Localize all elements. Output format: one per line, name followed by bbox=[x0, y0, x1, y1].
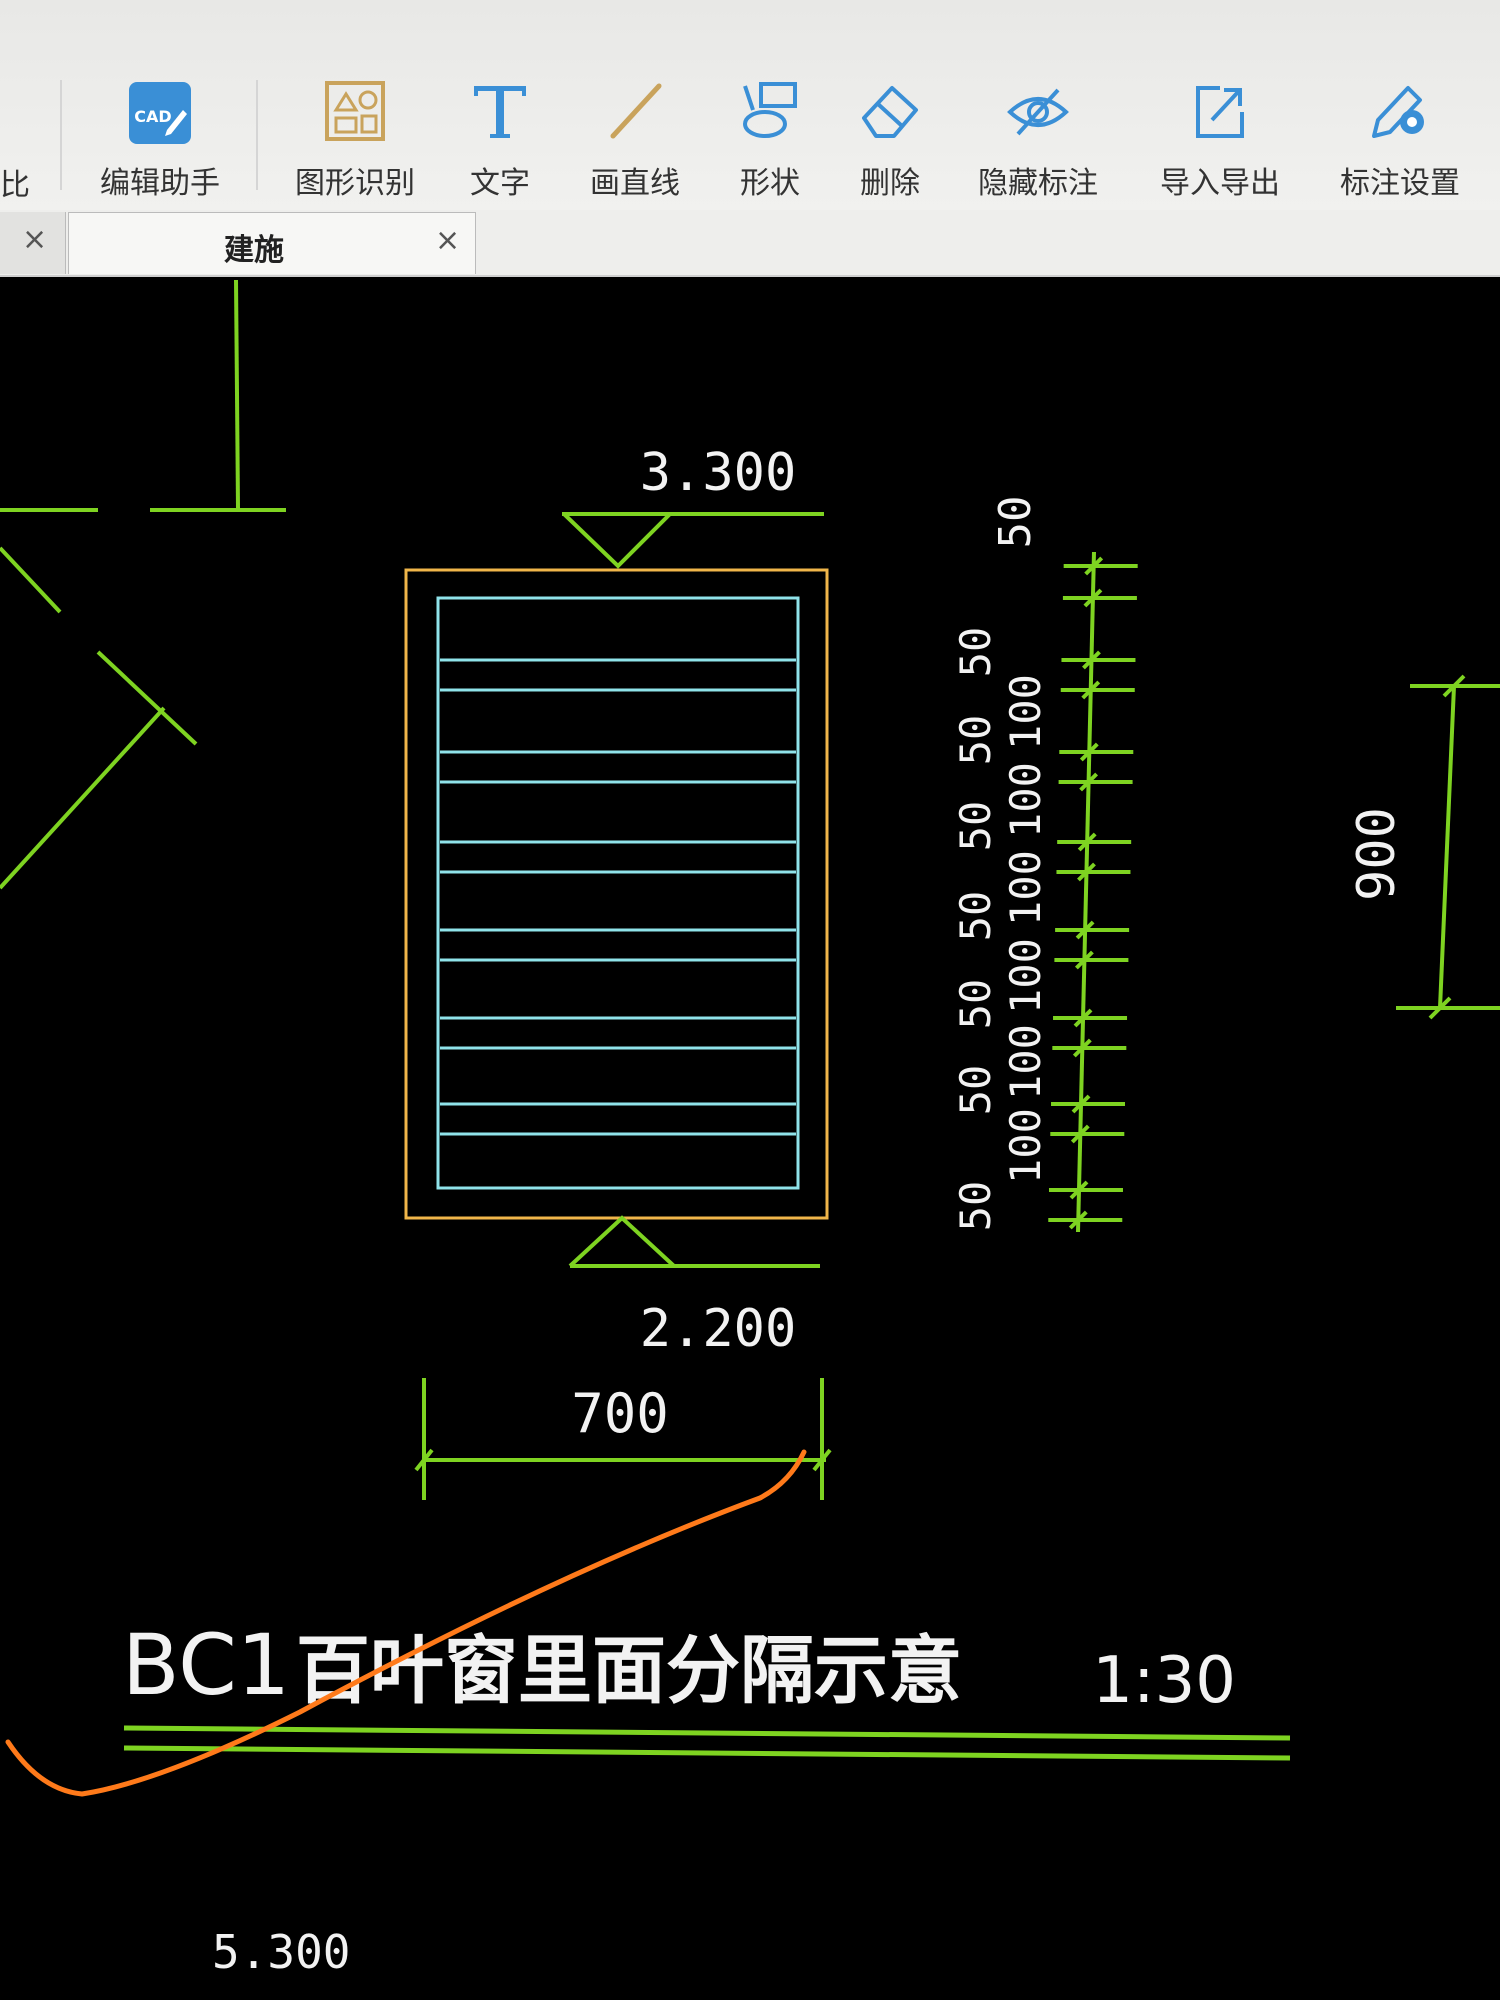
bottom-elevation-text: 2.200 bbox=[640, 1299, 797, 1359]
drawing-title-code: BC1 bbox=[122, 1616, 290, 1714]
bottom-partial-elevation: 5.300 bbox=[212, 1925, 350, 1979]
vertical-dimension-label: 100 bbox=[1001, 850, 1050, 926]
tab-jianshi[interactable]: 建施 × bbox=[68, 212, 476, 274]
dimension-tick bbox=[1077, 832, 1097, 852]
tab-previous[interactable]: × bbox=[0, 212, 66, 274]
import-export-icon bbox=[1196, 86, 1244, 138]
eraser-icon bbox=[862, 86, 918, 138]
text-label: 文字 bbox=[470, 166, 530, 201]
vertical-dimension-label: 100 bbox=[1001, 674, 1050, 750]
edit-helper-button[interactable]: CAD 编辑助手 bbox=[80, 80, 240, 202]
text-t-icon bbox=[474, 86, 526, 138]
annotation-settings-icon bbox=[1372, 86, 1424, 138]
line-icon bbox=[610, 83, 662, 139]
annotation-settings-button[interactable]: 标注设置 bbox=[1320, 80, 1480, 202]
dimension-tick bbox=[1077, 862, 1096, 882]
louver-slats bbox=[440, 658, 796, 1136]
vertical-dimension-label: 50 bbox=[951, 715, 1000, 766]
draw-line-button[interactable]: 画直线 bbox=[555, 80, 715, 202]
import-export-button[interactable]: 导入导出 bbox=[1140, 80, 1300, 202]
shape-recognition-label: 图形识别 bbox=[295, 166, 415, 201]
tab-close-icon[interactable]: × bbox=[22, 222, 48, 257]
dimension-tick bbox=[1083, 588, 1103, 608]
dimension-tick bbox=[1074, 950, 1094, 970]
top-elevation-text: 3.300 bbox=[640, 443, 797, 503]
dimension-tick bbox=[1075, 920, 1095, 940]
shape-label: 形状 bbox=[740, 166, 800, 201]
draw-line-label: 画直线 bbox=[590, 166, 680, 201]
vertical-dimension-label: 50 bbox=[951, 1181, 1000, 1232]
dimension-tick bbox=[1073, 1008, 1093, 1028]
vertical-dimension-label: 100 bbox=[1001, 1108, 1050, 1184]
hand-markup-stroke bbox=[5, 1449, 807, 1797]
shape-icon bbox=[743, 82, 797, 138]
vertical-dimension-label: 50 bbox=[951, 891, 1000, 942]
ribbon-partial-label: 比 bbox=[0, 168, 30, 203]
drawing-title-text: 百叶窗里面分隔示意 bbox=[296, 1628, 962, 1714]
import-export-label: 导入导出 bbox=[1160, 166, 1280, 201]
top-small-dimension-text: 50 bbox=[990, 496, 1041, 549]
dimension-tick bbox=[1084, 556, 1104, 576]
edit-helper-label: 编辑助手 bbox=[100, 166, 220, 201]
vertical-dimension-label: 50 bbox=[951, 1065, 1000, 1116]
cad-edit-icon: CAD bbox=[129, 82, 191, 144]
annotation-settings-label: 标注设置 bbox=[1340, 166, 1460, 201]
width-dimension-text: 700 bbox=[571, 1382, 669, 1445]
dimension-tick bbox=[1068, 1210, 1088, 1230]
vertical-dimension-chain bbox=[1048, 551, 1138, 1233]
vertical-dimension-label: 100 bbox=[1001, 1024, 1050, 1100]
vertical-dimension-label: 100 bbox=[1001, 762, 1050, 838]
vertical-dimension-label: 50 bbox=[951, 801, 1000, 852]
dimension-tick bbox=[1070, 1124, 1090, 1144]
vertical-dimension-label: 50 bbox=[951, 979, 1000, 1030]
dimension-tick bbox=[1079, 772, 1099, 792]
hide-annotation-label: 隐藏标注 bbox=[978, 166, 1098, 201]
right-dimension-text: 900 bbox=[1347, 807, 1407, 901]
bottom-elevation-marker bbox=[568, 1215, 820, 1268]
dimension-tick bbox=[1071, 1094, 1091, 1114]
dimension-tick bbox=[1081, 680, 1101, 700]
drawing-scale: 1:30 bbox=[1092, 1644, 1236, 1718]
ribbon-toolbar: 比 CAD 编辑助手 图形识别 bbox=[0, 0, 1500, 210]
dimension-tick bbox=[1082, 650, 1101, 670]
width-dimension bbox=[414, 1378, 832, 1500]
right-dimension bbox=[1396, 674, 1500, 1020]
shape-button[interactable]: 形状 bbox=[690, 80, 850, 202]
delete-button[interactable]: 删除 bbox=[810, 80, 970, 202]
dimension-tick bbox=[1072, 1038, 1092, 1058]
left-partial-geometry bbox=[0, 279, 286, 890]
text-button[interactable]: 文字 bbox=[420, 80, 580, 202]
title-underline bbox=[123, 1725, 1291, 1761]
eye-slash-icon bbox=[1007, 88, 1069, 136]
shape-recognition-icon bbox=[325, 81, 385, 141]
delete-label: 删除 bbox=[860, 166, 920, 201]
window-outer-frame bbox=[404, 568, 829, 1220]
dimension-tick bbox=[1079, 742, 1099, 762]
vertical-dimension-label: 50 bbox=[951, 627, 1000, 678]
top-elevation-marker bbox=[562, 512, 824, 569]
tab-close-icon[interactable]: × bbox=[435, 223, 461, 258]
ribbon-separator bbox=[60, 80, 62, 190]
svg-text:CAD: CAD bbox=[134, 107, 171, 126]
window-inner-frame bbox=[436, 596, 800, 1190]
vertical-dimension-label: 100 bbox=[1001, 938, 1050, 1014]
shape-recognition-button[interactable]: 图形识别 bbox=[275, 80, 435, 202]
hide-annotation-button[interactable]: 隐藏标注 bbox=[958, 80, 1118, 202]
tab-label: 建施 bbox=[224, 233, 284, 268]
dimension-tick bbox=[1069, 1180, 1089, 1200]
ribbon-separator bbox=[256, 80, 258, 190]
